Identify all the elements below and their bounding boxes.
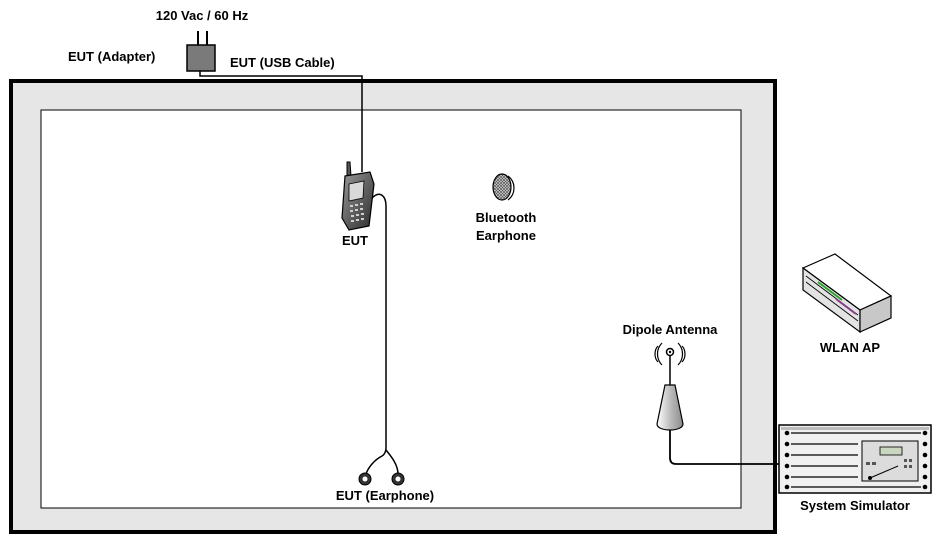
- earphone-label: EUT (Earphone): [335, 488, 435, 503]
- power-source-label: 120 Vac / 60 Hz: [155, 8, 249, 23]
- system-simulator-label: System Simulator: [800, 498, 910, 513]
- wired-earphone-icon: [358, 472, 405, 486]
- power-adapter-icon: [186, 44, 216, 72]
- wlan-ap-label: WLAN AP: [819, 340, 881, 355]
- eut-label: EUT: [342, 233, 368, 248]
- earphone-cable: [365, 193, 399, 475]
- chamber-inner-area: [40, 109, 742, 509]
- system-simulator-rack-icon: [778, 424, 932, 494]
- dipole-antenna-label: Dipole Antenna: [622, 322, 718, 337]
- wlan-access-point-icon: [801, 253, 893, 334]
- adapter-label: EUT (Adapter): [68, 49, 156, 64]
- usb-cable: [199, 71, 363, 172]
- usb-cable-label: EUT (USB Cable): [230, 55, 335, 70]
- bluetooth-label-line1: Bluetooth: [475, 210, 537, 225]
- bluetooth-label-line2: Earphone: [476, 228, 536, 243]
- power-plug-icon: [197, 31, 208, 45]
- dipole-antenna-icon: [654, 342, 686, 431]
- mobile-phone-icon: [341, 161, 375, 231]
- bluetooth-earphone-icon: [492, 173, 515, 201]
- antenna-cable: [669, 430, 787, 465]
